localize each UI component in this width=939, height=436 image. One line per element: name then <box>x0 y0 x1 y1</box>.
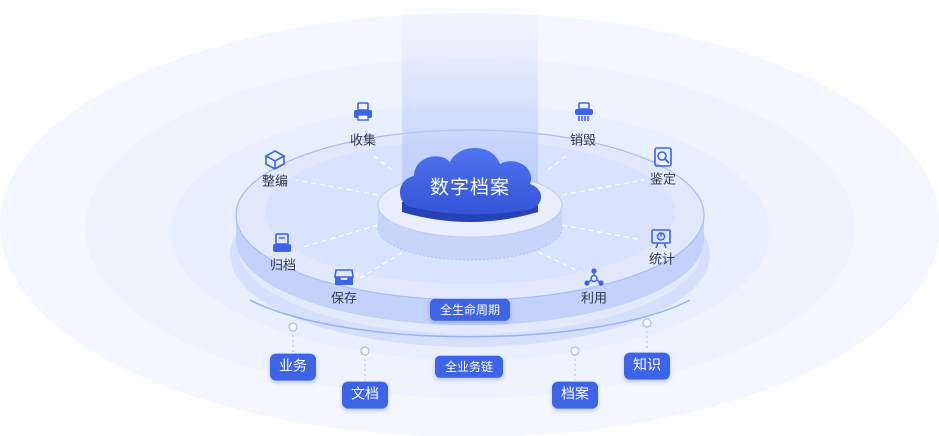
chain-dots <box>288 318 652 356</box>
file-cabinet-icon <box>273 233 291 252</box>
inbox-tray-icon <box>334 269 354 285</box>
chain-item-archive: 档案 <box>552 381 598 409</box>
lifecycle-item-destroy: 销毁 <box>569 133 597 149</box>
cloud-shape <box>399 148 542 222</box>
lifecycle-badge: 全生命周期 <box>429 298 511 322</box>
appraise-search-icon <box>654 147 672 167</box>
lifecycle-item-utilize: 利用 <box>580 291 608 307</box>
spokes <box>295 155 645 279</box>
shredder-icon <box>575 102 593 121</box>
lifecycle-item-preserve: 保存 <box>330 291 358 307</box>
chain-item-knowledge: 知识 <box>624 352 670 380</box>
network-nodes-icon <box>584 268 604 286</box>
box-icon <box>264 150 286 170</box>
printer-icon <box>354 102 372 121</box>
chain-item-document: 文档 <box>342 381 388 409</box>
lifecycle-item-archive: 归档 <box>269 258 297 274</box>
lifecycle-item-collect: 收集 <box>349 133 377 149</box>
center-title: 数字档案 <box>429 176 511 199</box>
lifecycle-item-compile: 整编 <box>261 174 289 190</box>
chain-connectors <box>292 326 648 380</box>
lifecycle-item-appraise: 鉴定 <box>649 172 677 188</box>
lifecycle-item-statistics: 统计 <box>648 252 676 268</box>
presentation-chart-icon <box>651 229 671 249</box>
business-chain-badge: 全业务链 <box>434 355 504 379</box>
chain-item-business: 业务 <box>270 353 316 381</box>
